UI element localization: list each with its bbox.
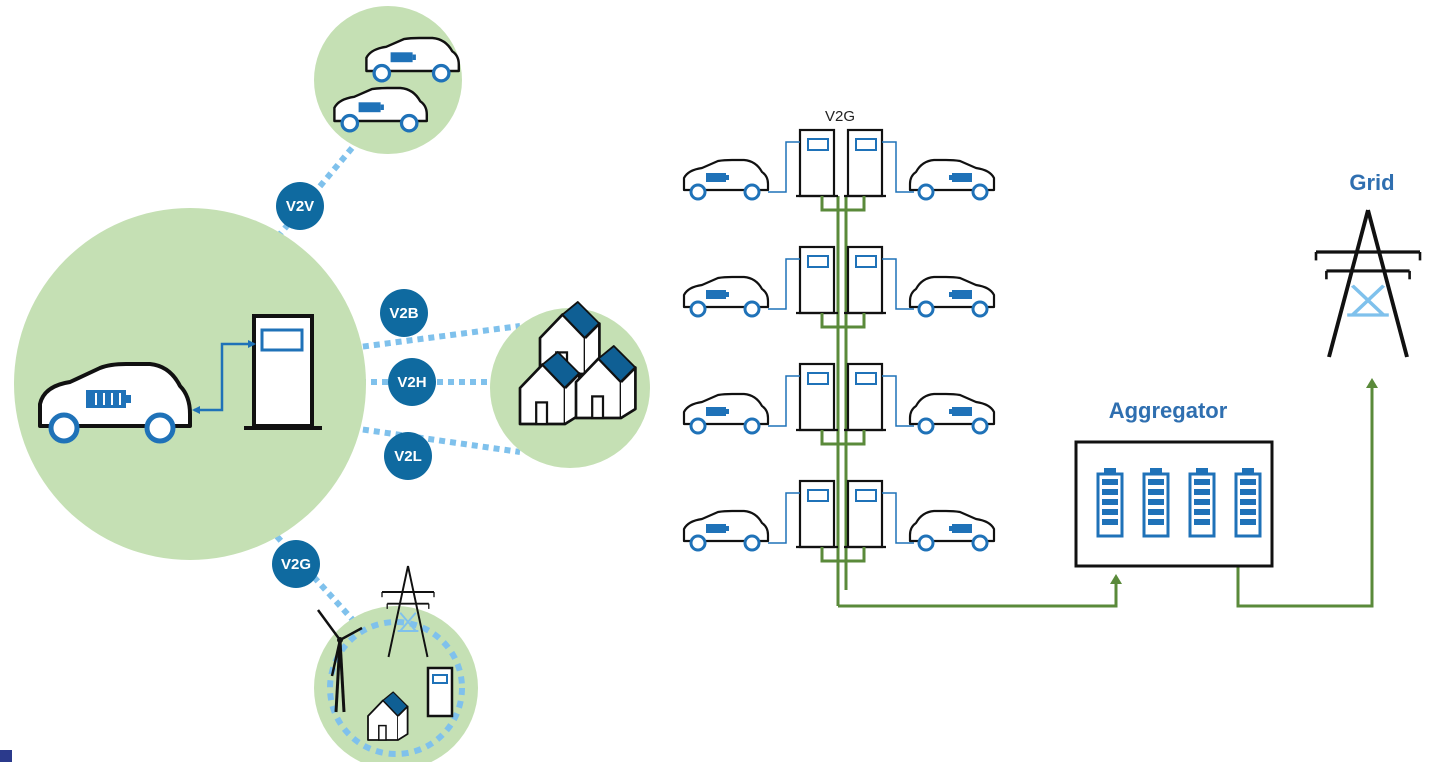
cable-line [882, 492, 914, 544]
badge-label: V2G [281, 556, 311, 573]
badge-label: V2V [286, 198, 314, 215]
cable-line [882, 141, 914, 193]
charger-icon [794, 362, 840, 432]
charger-row [682, 128, 994, 212]
cable-line [768, 141, 800, 193]
badge-v2h: V2H [388, 358, 436, 406]
power-connector [820, 547, 866, 563]
charger-icon [244, 314, 322, 430]
battery-icon [1096, 466, 1124, 538]
wind-turbine-icon [316, 609, 363, 713]
car-icon [910, 160, 994, 199]
logo-fragment [0, 750, 12, 762]
right-diagram: V2G Aggregator Grid [682, 108, 1422, 608]
charger-icon [794, 245, 840, 315]
grid: Grid [1314, 170, 1422, 359]
charger-icon [842, 362, 888, 432]
charger-row [682, 245, 994, 329]
v2g-title: V2G [825, 108, 855, 125]
left-diagram: V2V V2B V2H V2L V2G [0, 6, 650, 762]
buildings-circle [490, 300, 650, 468]
v2v-circle [314, 6, 462, 154]
badge-label: V2L [394, 448, 422, 465]
charger-icon [426, 666, 454, 718]
cable-line [882, 375, 914, 427]
car-icon [682, 509, 770, 552]
aggregator-label: Aggregator [1109, 398, 1228, 423]
charger-row [682, 362, 994, 446]
aggregator: Aggregator [1074, 398, 1274, 568]
cable-line [768, 375, 800, 427]
pylon-icon [1314, 208, 1422, 359]
grid-label: Grid [1349, 170, 1394, 195]
power-connector [820, 430, 866, 446]
main-circle [14, 208, 366, 560]
badge-v2g: V2G [272, 540, 320, 588]
badge-label: V2H [397, 374, 426, 391]
power-connector [820, 196, 866, 212]
power-connector [820, 313, 866, 329]
car-icon [910, 394, 994, 433]
charger-icon [842, 479, 888, 549]
battery-icon [1142, 466, 1170, 538]
charger-icon [794, 479, 840, 549]
power-lines [836, 196, 1374, 608]
badge-v2v: V2V [276, 182, 324, 230]
car-icon [910, 511, 994, 550]
car-icon [682, 158, 770, 201]
charger-icon [842, 128, 888, 198]
badge-label: V2B [389, 305, 418, 322]
badge-v2b: V2B [380, 289, 428, 337]
charger-row [682, 479, 994, 563]
charger-icon [794, 128, 840, 198]
charger-rows [682, 128, 994, 563]
battery-icon [1234, 466, 1262, 538]
charger-icon [842, 245, 888, 315]
car-icon [682, 275, 770, 318]
cable-line [768, 492, 800, 544]
car-icon [910, 277, 994, 316]
battery-icon [1188, 466, 1216, 538]
badge-v2l: V2L [384, 432, 432, 480]
car-icon [682, 392, 770, 435]
cable-line [882, 258, 914, 310]
grid-circle [314, 565, 478, 762]
cable-line [768, 258, 800, 310]
